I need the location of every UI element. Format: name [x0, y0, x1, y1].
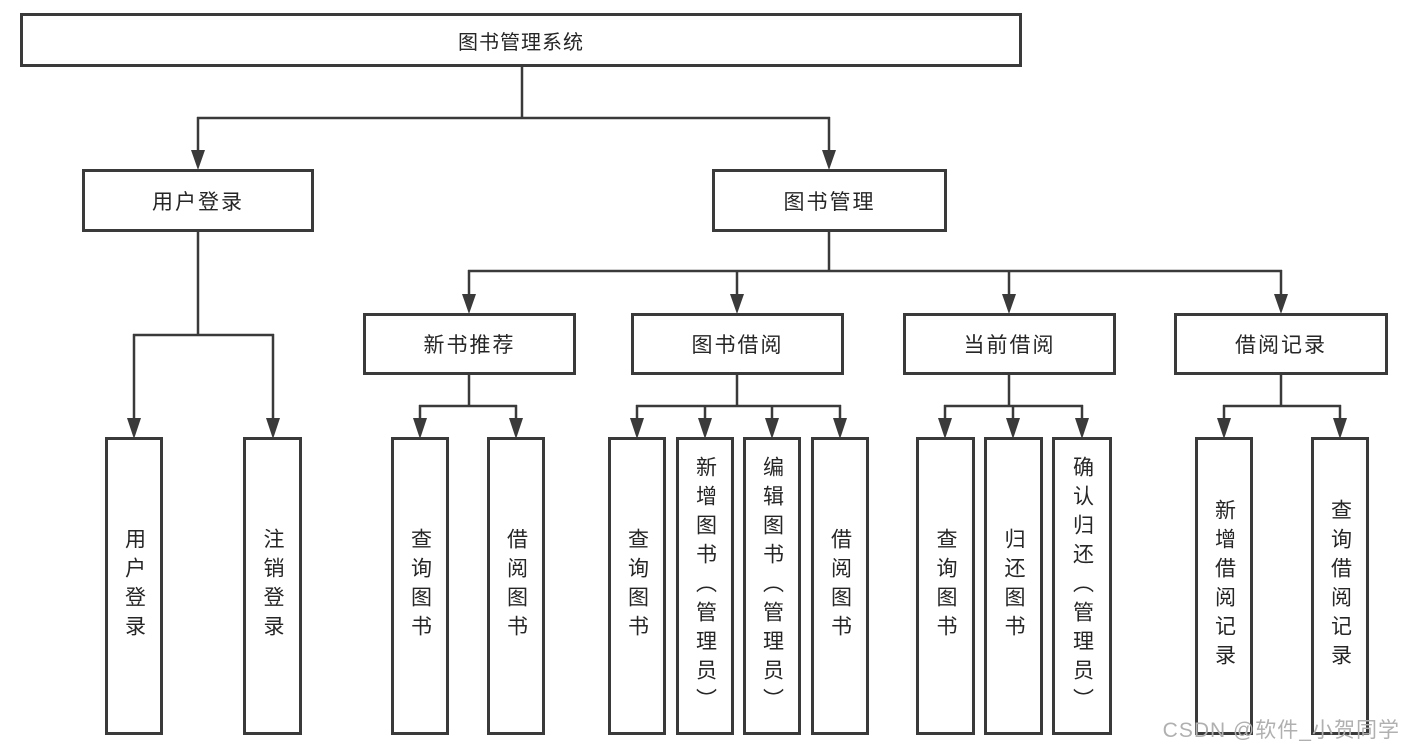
- leaf-query-books: 查询图书: [391, 437, 449, 735]
- arrow-down-icon: [730, 294, 744, 314]
- node-book-borrowing: 图书借阅: [631, 313, 844, 375]
- leaf-confirm-return-admin: 确认归还（管理员）: [1052, 437, 1112, 735]
- arrow-down-icon: [698, 418, 712, 439]
- node-label: 图书借阅: [691, 334, 784, 357]
- leaf-label: 查询图书: [408, 528, 432, 644]
- arrow-down-icon: [1002, 294, 1016, 314]
- arrow-down-icon: [1333, 418, 1347, 439]
- arrow-down-icon: [127, 418, 141, 439]
- leaf-label: 编辑图书（管理员）: [760, 455, 784, 717]
- node-current-borrowing: 当前借阅: [903, 313, 1116, 375]
- arrow-down-icon: [630, 418, 644, 439]
- leaf-borrow-books: 借阅图书: [487, 437, 545, 735]
- connector-newbook-to-leaves: [418, 375, 518, 421]
- leaf-label: 新增图书（管理员）: [693, 455, 717, 717]
- leaf-label: 借阅图书: [828, 528, 852, 644]
- node-label: 借阅记录: [1235, 334, 1327, 357]
- leaf-label: 查询图书: [625, 528, 649, 644]
- arrow-down-icon: [413, 418, 427, 439]
- leaf-query-books: 查询图书: [608, 437, 666, 735]
- arrow-down-icon: [1075, 418, 1089, 439]
- leaf-edit-books-admin: 编辑图书（管理员）: [743, 437, 801, 735]
- leaf-label: 借阅图书: [504, 528, 528, 644]
- leaf-label: 确认归还（管理员）: [1070, 455, 1094, 717]
- leaf-query-borrow-record: 查询借阅记录: [1311, 437, 1369, 735]
- leaf-logout-login: 注销登录: [243, 437, 302, 735]
- node-label: 用户登录: [152, 190, 244, 214]
- arrow-down-icon: [833, 418, 847, 439]
- leaf-label: 归还图书: [1002, 528, 1025, 644]
- leaf-user-login: 用户登录: [105, 437, 163, 735]
- connector-records-to-leaves: [1222, 375, 1342, 421]
- node-label: 图书管理: [783, 190, 876, 214]
- node-label: 新书推荐: [423, 334, 516, 357]
- leaf-add-books-admin: 新增图书（管理员）: [676, 437, 734, 735]
- node-borrowing-records: 借阅记录: [1174, 313, 1388, 375]
- arrow-down-icon: [765, 418, 779, 439]
- connector-userlogin-to-leaves: [132, 232, 275, 422]
- node-root: 图书管理系统: [20, 13, 1022, 67]
- arrow-down-icon: [462, 294, 476, 314]
- connector-root-to-level2: [196, 67, 831, 152]
- connector-borrow-to-leaves: [635, 375, 842, 421]
- arrow-down-icon: [1274, 294, 1288, 314]
- connector-current-to-leaves: [943, 375, 1084, 421]
- leaf-label: 用户登录: [122, 528, 146, 644]
- node-label: 图书管理系统: [458, 31, 584, 54]
- node-label: 当前借阅: [963, 334, 1056, 357]
- arrow-down-icon: [938, 418, 952, 439]
- leaf-add-borrow-record: 新增借阅记录: [1195, 437, 1253, 735]
- arrow-down-icon: [1006, 418, 1020, 439]
- node-new-book-recommendation: 新书推荐: [363, 313, 576, 375]
- leaf-label: 新增借阅记录: [1212, 499, 1236, 673]
- leaf-label: 注销登录: [261, 528, 284, 644]
- arrow-down-icon: [191, 150, 205, 170]
- leaf-borrow-books: 借阅图书: [811, 437, 869, 735]
- leaf-query-books: 查询图书: [916, 437, 975, 735]
- node-book-management: 图书管理: [712, 169, 947, 232]
- arrow-down-icon: [1217, 418, 1231, 439]
- arrow-down-icon: [509, 418, 523, 439]
- leaf-label: 查询图书: [934, 528, 957, 644]
- arrow-down-icon: [266, 418, 280, 439]
- connector-bookmgmt-to-level3: [467, 232, 1283, 298]
- leaf-label: 查询借阅记录: [1328, 499, 1352, 673]
- arrow-down-icon: [822, 150, 836, 170]
- watermark: CSDN @软件_小贺同学: [1162, 719, 1400, 742]
- node-user-login: 用户登录: [82, 169, 314, 232]
- leaf-return-books: 归还图书: [984, 437, 1043, 735]
